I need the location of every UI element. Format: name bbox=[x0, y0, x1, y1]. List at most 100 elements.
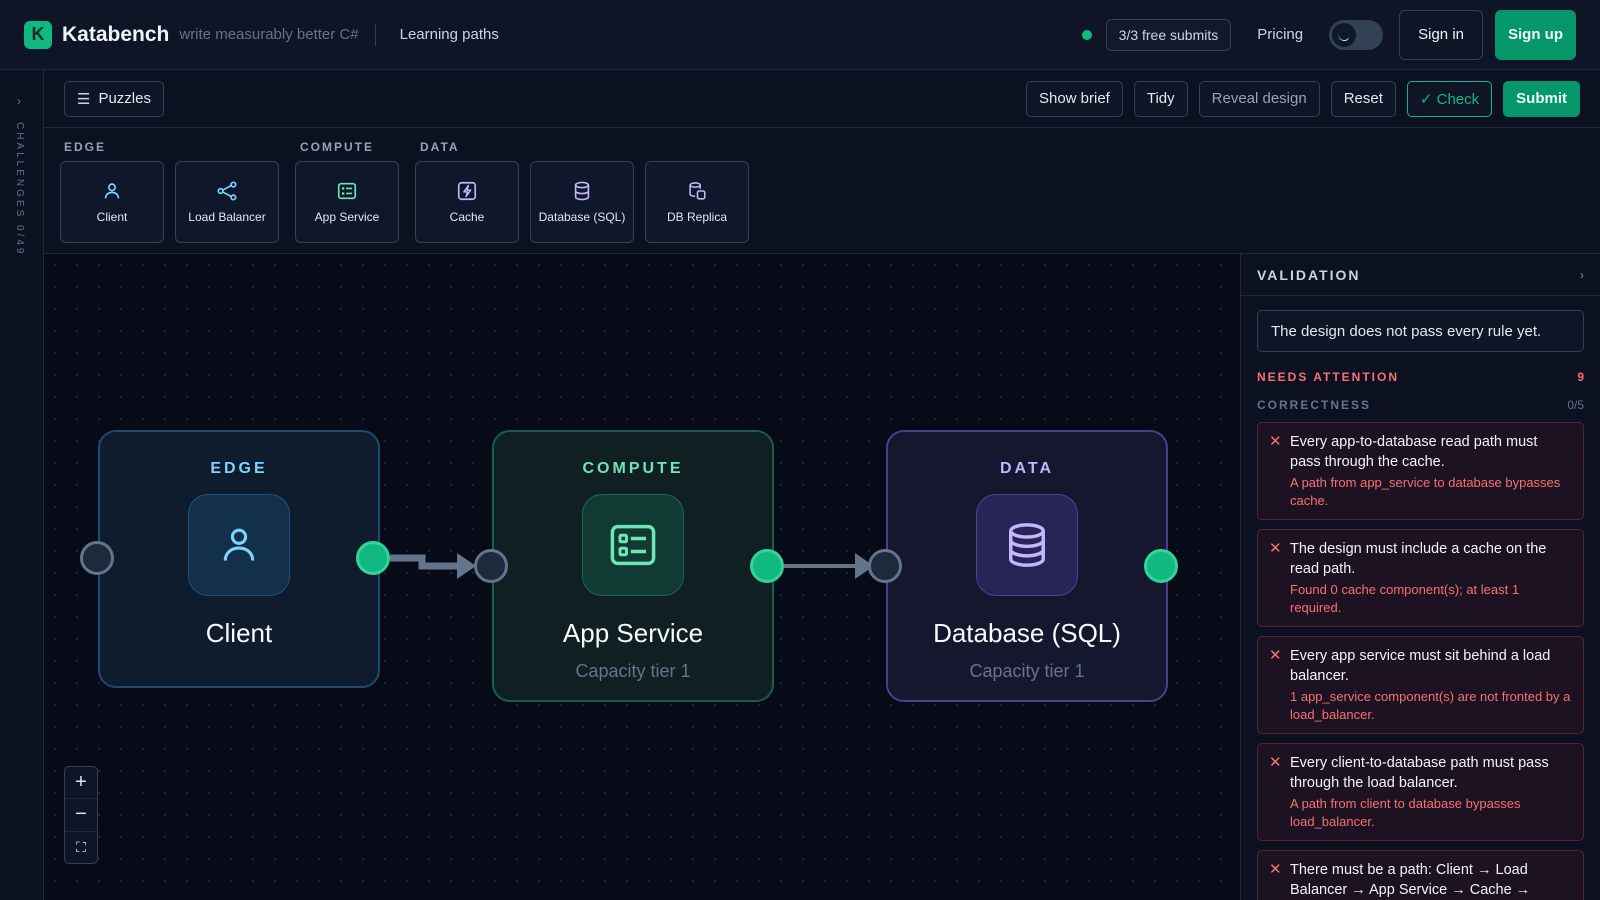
theme-toggle[interactable] bbox=[1329, 19, 1384, 50]
sign-up-button[interactable]: Sign up bbox=[1495, 9, 1576, 60]
validation-verdict: The design does not pass every rule yet. bbox=[1257, 310, 1584, 352]
close-x-icon: ✕ bbox=[1269, 754, 1282, 771]
component-palette: EDGE COMPUTE DATA Client Load Balancer A… bbox=[44, 128, 1600, 254]
show-brief-button[interactable]: Show brief bbox=[1025, 80, 1123, 117]
check-button[interactable]: ✓ Check bbox=[1406, 80, 1493, 117]
challenges-rail[interactable]: › CHALLENGES 0/49 bbox=[0, 70, 44, 900]
needs-attention-count: 9 bbox=[1577, 370, 1584, 384]
palette-item-label: Cache bbox=[449, 209, 485, 224]
rule-title: Every app-to-database read path must pas… bbox=[1290, 434, 1538, 470]
chevron-right-icon[interactable]: › bbox=[17, 94, 21, 108]
design-canvas[interactable]: EDGE Client COMPUTE App Service Capacity… bbox=[44, 254, 1240, 900]
palette-item-client[interactable]: Client bbox=[60, 161, 164, 243]
reset-button[interactable]: Reset bbox=[1330, 80, 1396, 117]
puzzles-label: Puzzles bbox=[98, 90, 151, 107]
rule-title: Every app service must sit behind a load… bbox=[1290, 648, 1551, 684]
share-nodes-icon bbox=[217, 180, 237, 201]
palette-group-edge: EDGE bbox=[64, 140, 107, 154]
node-category: COMPUTE bbox=[582, 460, 684, 477]
puzzles-button[interactable]: ☰ Puzzles bbox=[64, 80, 164, 117]
close-x-icon: ✕ bbox=[1269, 433, 1282, 450]
rule-title: There must be a path: Client → Load Bala… bbox=[1290, 862, 1531, 898]
palette-item-load-balancer[interactable]: Load Balancer bbox=[175, 161, 279, 243]
needs-attention-label: NEEDS ATTENTION bbox=[1257, 370, 1400, 384]
palette-item-label: Client bbox=[96, 209, 128, 224]
rule-item[interactable]: ✕ There must be a path: Client → Load Ba… bbox=[1257, 850, 1584, 900]
tidy-button[interactable]: Tidy bbox=[1133, 80, 1188, 117]
rule-detail: 1 app_service component(s) are not front… bbox=[1290, 689, 1571, 722]
rule-list: ✕ Every app-to-database read path must p… bbox=[1257, 422, 1584, 900]
learning-paths-link[interactable]: Learning paths bbox=[399, 26, 499, 43]
palette-item-app-service[interactable]: App Service bbox=[295, 161, 399, 243]
rule-detail: Found 0 cache component(s); at least 1 r… bbox=[1290, 582, 1520, 615]
reveal-design-button[interactable]: Reveal design bbox=[1198, 80, 1320, 117]
submit-button[interactable]: Submit bbox=[1503, 80, 1580, 117]
database-input-port[interactable] bbox=[868, 549, 902, 583]
validation-title: VALIDATION bbox=[1257, 266, 1361, 283]
rule-item[interactable]: ✕ Every app-to-database read path must p… bbox=[1257, 422, 1584, 520]
client-output-port[interactable] bbox=[356, 541, 390, 575]
zoom-out-button[interactable]: − bbox=[65, 799, 97, 832]
node-title: Database (SQL) bbox=[933, 618, 1121, 648]
close-x-icon: ✕ bbox=[1269, 647, 1282, 664]
header-divider bbox=[374, 23, 376, 46]
node-capacity: Capacity tier 1 bbox=[969, 661, 1085, 681]
edge-client-app[interactable] bbox=[390, 554, 459, 570]
logo-icon[interactable]: K bbox=[24, 20, 52, 49]
rule-detail: A path from client to database bypasses … bbox=[1290, 796, 1521, 829]
node-app-service[interactable]: COMPUTE App Service Capacity tier 1 bbox=[492, 430, 774, 702]
client-input-port[interactable] bbox=[80, 541, 114, 575]
database-icon bbox=[976, 494, 1078, 596]
palette-group-compute: COMPUTE bbox=[300, 140, 374, 154]
node-capacity: Capacity tier 1 bbox=[575, 661, 691, 681]
palette-group-data: DATA bbox=[420, 140, 460, 154]
moon-icon bbox=[1332, 22, 1357, 47]
fit-view-button[interactable]: ⛶ bbox=[76, 838, 86, 855]
node-database[interactable]: DATA Database (SQL) Capacity tier 1 bbox=[886, 430, 1168, 702]
rule-item[interactable]: ✕ The design must include a cache on the… bbox=[1257, 529, 1584, 627]
rule-title: The design must include a cache on the r… bbox=[1290, 541, 1547, 577]
arrowhead-icon bbox=[457, 553, 476, 579]
rule-detail: A path from app_service to database bypa… bbox=[1290, 475, 1561, 508]
node-category: EDGE bbox=[210, 460, 268, 477]
free-submits-badge[interactable]: 3/3 free submits bbox=[1105, 18, 1232, 51]
user-icon bbox=[188, 494, 290, 596]
palette-item-label: DB Replica bbox=[666, 209, 728, 224]
needs-attention-header: NEEDS ATTENTION 9 bbox=[1257, 370, 1584, 384]
validation-header[interactable]: VALIDATION › bbox=[1241, 254, 1600, 296]
database-output-port[interactable] bbox=[1144, 549, 1178, 583]
app-service-output-port[interactable] bbox=[750, 549, 784, 583]
rule-item[interactable]: ✕ Every app service must sit behind a lo… bbox=[1257, 636, 1584, 734]
toolbar-actions: Show brief Tidy Reveal design Reset ✓ Ch… bbox=[1025, 80, 1580, 117]
app-service-input-port[interactable] bbox=[474, 549, 508, 583]
lightning-box-icon bbox=[457, 181, 477, 200]
sign-in-button[interactable]: Sign in bbox=[1399, 9, 1483, 60]
zoom-in-button[interactable]: + bbox=[65, 767, 97, 800]
palette-item-database[interactable]: Database (SQL) bbox=[530, 161, 634, 243]
database-icon bbox=[574, 181, 590, 200]
database-replica-icon bbox=[689, 181, 706, 200]
palette-item-label: Database (SQL) bbox=[538, 209, 626, 224]
zoom-controls: + − ⛶ bbox=[64, 766, 98, 864]
list-box-icon bbox=[337, 182, 357, 199]
node-title: App Service bbox=[562, 618, 704, 648]
rule-title: Every client-to-database path must pass … bbox=[1290, 755, 1549, 791]
node-client[interactable]: EDGE Client bbox=[98, 430, 380, 688]
pricing-link[interactable]: Pricing bbox=[1257, 26, 1304, 43]
challenges-progress: CHALLENGES 0/49 bbox=[14, 122, 25, 257]
list-box-icon bbox=[582, 494, 684, 596]
rule-item[interactable]: ✕ Every client-to-database path must pas… bbox=[1257, 743, 1584, 841]
node-category: DATA bbox=[999, 460, 1055, 477]
palette-item-db-replica[interactable]: DB Replica bbox=[645, 161, 749, 243]
header-actions: 3/3 free submits Pricing Sign in Sign up bbox=[1081, 9, 1576, 60]
close-x-icon: ✕ bbox=[1269, 540, 1282, 557]
chevron-right-icon[interactable]: › bbox=[1580, 267, 1584, 282]
node-title: Client bbox=[205, 618, 273, 648]
app-name[interactable]: Katabench bbox=[62, 22, 170, 46]
user-icon bbox=[104, 182, 120, 198]
close-x-icon: ✕ bbox=[1269, 861, 1282, 878]
top-bar: K Katabench write measurably better C# L… bbox=[0, 0, 1600, 70]
correctness-label: CORRECTNESS bbox=[1257, 398, 1372, 412]
palette-item-label: Load Balancer bbox=[188, 209, 266, 224]
palette-item-cache[interactable]: Cache bbox=[415, 161, 519, 243]
